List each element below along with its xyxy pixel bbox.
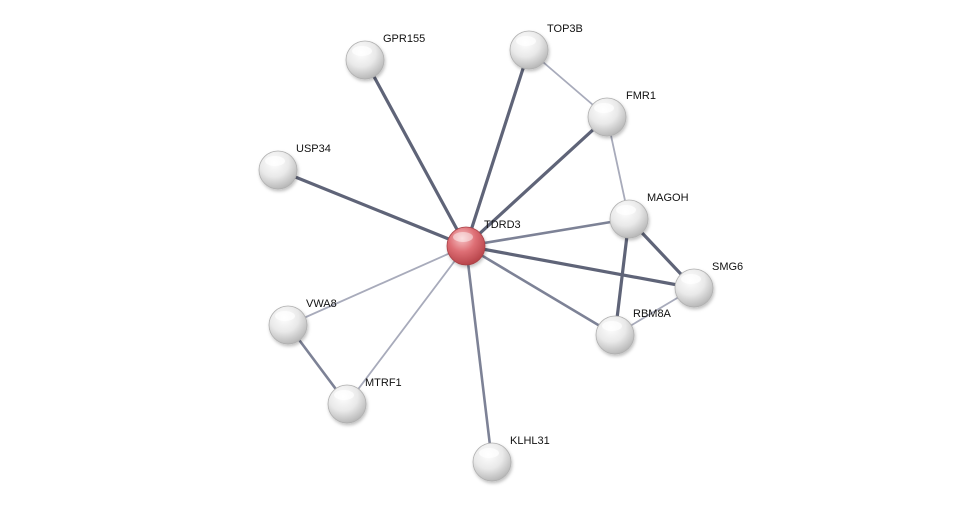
node-label-rbm8a: RBM8A (633, 308, 672, 320)
edge-tdrd3-smg6[interactable] (464, 244, 696, 290)
node-highlight-top3b (516, 36, 536, 46)
node-label-gpr155: GPR155 (383, 33, 425, 45)
edge-tdrd3-gpr155[interactable] (363, 58, 468, 248)
node-label-klhl31: KLHL31 (510, 435, 550, 447)
node-tdrd3[interactable] (446, 226, 486, 266)
node-highlight-usp34 (265, 156, 285, 166)
edge-tdrd3-rbm8a[interactable] (464, 244, 617, 337)
node-label-vwa8: VWA8 (306, 298, 337, 310)
edge-tdrd3-vwa8[interactable] (287, 245, 467, 326)
edge-tdrd3-fmr1[interactable] (464, 115, 609, 248)
node-highlight-gpr155 (352, 46, 372, 56)
edge-tdrd3-klhl31[interactable] (464, 244, 494, 464)
node-label-usp34: USP34 (296, 143, 331, 155)
node-highlight-fmr1 (594, 103, 614, 113)
edge-tdrd3-mtrf1[interactable] (346, 245, 467, 405)
node-highlight-smg6 (681, 274, 701, 284)
node-label-magoh: MAGOH (647, 192, 689, 204)
edge-magoh-rbm8a[interactable] (613, 217, 631, 337)
node-highlight-tdrd3 (453, 232, 473, 242)
edge-tdrd3-usp34[interactable] (276, 168, 468, 248)
edge-tdrd3-magoh[interactable] (464, 217, 631, 248)
node-highlight-klhl31 (479, 448, 499, 458)
node-highlight-mtrf1 (334, 390, 354, 400)
node-label-top3b: TOP3B (547, 23, 583, 35)
nodes-layer (258, 30, 714, 482)
node-highlight-rbm8a (602, 321, 622, 331)
node-highlight-vwa8 (275, 311, 295, 321)
node-label-mtrf1: MTRF1 (365, 377, 402, 389)
node-label-smg6: SMG6 (712, 261, 743, 273)
node-highlight-magoh (616, 205, 636, 215)
edge-tdrd3-top3b[interactable] (464, 48, 531, 248)
node-label-fmr1: FMR1 (626, 90, 656, 102)
node-label-tdrd3: TDRD3 (484, 219, 521, 231)
